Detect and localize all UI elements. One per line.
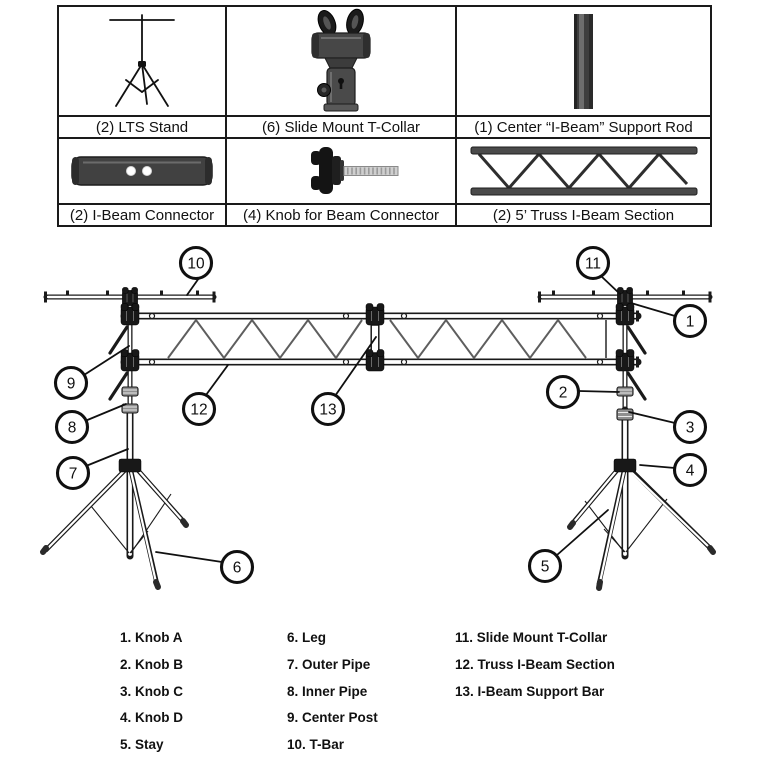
callout-12: 12: [181, 391, 217, 427]
legend-item-center-post: 9. Center Post: [287, 710, 378, 726]
part-image-lts-stand: [59, 7, 225, 115]
legend-column-1: 1. Knob A 2. Knob B 3. Knob C 4. Knob D …: [120, 625, 183, 759]
truss-section-illustration: [470, 146, 698, 196]
t-collar-clamp: [365, 303, 385, 326]
svg-text:5: 5: [541, 559, 550, 576]
connector-knob-illustration: [311, 147, 399, 194]
callout-8: 8: [54, 409, 90, 445]
part-caption-support-rod: (1) Center “I-Beam” Support Rod: [457, 117, 710, 137]
legend-item-truss-i-beam-section: 12. Truss I-Beam Section: [455, 656, 615, 672]
callout-4: 4: [672, 452, 708, 488]
part-caption-t-collar: (6) Slide Mount T-Collar: [227, 117, 455, 137]
legend-item-stay: 5. Stay: [120, 737, 164, 753]
svg-text:10: 10: [187, 256, 205, 273]
callout-11: 11: [575, 245, 611, 281]
callout-2: 2: [545, 374, 581, 410]
part-caption-i-beam-connector: (2) I-Beam Connector: [59, 205, 225, 225]
right-tripod: [567, 458, 716, 591]
assembly-diagram: 1 2 3 4 5 6 7 8 9 10 11 12 13: [40, 245, 716, 591]
part-image-connector-knob: [227, 139, 455, 203]
legend-item-knob-a: 1. Knob A: [120, 630, 183, 645]
legend-item-i-beam-support-bar: 13. I-Beam Support Bar: [455, 683, 605, 699]
chord-bolt-holes: [148, 312, 604, 366]
pipe-lock-rings: [121, 386, 634, 421]
legend-item-slide-mount-t-collar: 11. Slide Mount T-Collar: [455, 630, 608, 645]
svg-text:8: 8: [68, 420, 77, 437]
callout-13: 13: [310, 391, 346, 427]
truss-webbing: [167, 318, 607, 360]
svg-text:13: 13: [319, 402, 336, 419]
legend-column-2: 6. Leg 7. Outer Pipe 8. Inner Pipe 9. Ce…: [287, 625, 378, 759]
legend-item-inner-pipe: 8. Inner Pipe: [287, 683, 368, 699]
legend-item-knob-d: 4. Knob D: [120, 710, 183, 726]
parts-table: (2) LTS Stand (6) Slide Mount T-Collar (…: [57, 5, 712, 227]
svg-text:2: 2: [559, 385, 568, 402]
callout-6: 6: [219, 549, 255, 585]
callout-1: 1: [672, 303, 708, 339]
t-collar-illustration: [311, 8, 371, 112]
part-caption-connector-knob: (4) Knob for Beam Connector: [227, 205, 455, 225]
svg-text:9: 9: [67, 376, 76, 393]
svg-text:12: 12: [190, 402, 207, 419]
callout-leaders: [83, 275, 676, 563]
part-image-support-rod: [457, 7, 710, 115]
svg-text:6: 6: [233, 560, 242, 577]
callout-7: 7: [55, 455, 91, 491]
svg-text:11: 11: [585, 256, 601, 273]
svg-text:3: 3: [686, 420, 695, 437]
legend-item-leg: 6. Leg: [287, 630, 327, 645]
part-caption-truss-section: (2) 5’ Truss I-Beam Section: [457, 205, 710, 225]
collar-knob-handles: [108, 325, 647, 401]
callout-9: 9: [53, 365, 89, 401]
left-t-bar-collar: [121, 286, 139, 307]
legend-item-knob-c: 3. Knob C: [120, 683, 183, 699]
parts-legend: 1. Knob A 2. Knob B 3. Knob C 4. Knob D …: [0, 625, 766, 775]
left-tripod: [40, 458, 189, 590]
callout-5: 5: [527, 548, 563, 584]
part-image-i-beam-connector: [59, 139, 225, 203]
part-caption-lts-stand: (2) LTS Stand: [59, 117, 225, 137]
svg-text:7: 7: [69, 466, 78, 483]
support-rod-illustration: [574, 14, 593, 109]
legend-item-t-bar: 10. T-Bar: [287, 737, 345, 753]
part-image-truss-section: [457, 139, 710, 203]
legend-column-3: 11. Slide Mount T-Collar 12. Truss I-Bea…: [455, 625, 615, 705]
i-beam-connector-illustration: [71, 156, 213, 186]
callout-3: 3: [672, 409, 708, 445]
legend-item-outer-pipe: 7. Outer Pipe: [287, 656, 371, 672]
part-image-t-collar: [227, 7, 455, 115]
callout-10: 10: [178, 245, 214, 281]
legend-item-knob-b: 2. Knob B: [120, 656, 183, 672]
svg-text:1: 1: [686, 314, 695, 331]
svg-text:4: 4: [686, 463, 695, 480]
lts-stand-illustration: [109, 14, 175, 107]
